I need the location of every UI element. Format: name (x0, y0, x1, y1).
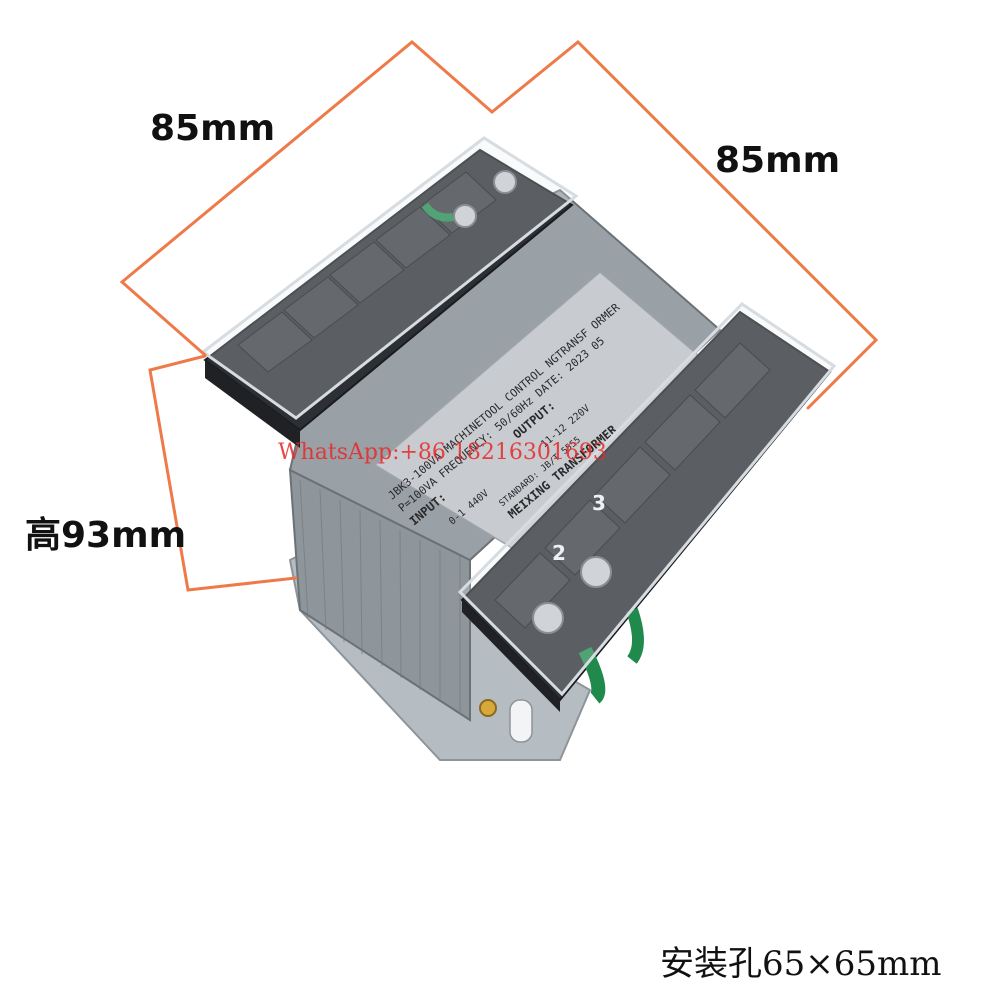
mounting-slot (509, 699, 533, 743)
mounting-hole-label: 安装孔65×65mm (660, 944, 942, 984)
screw-terminal (532, 602, 564, 634)
green-wire (421, 202, 454, 222)
green-wire (626, 608, 644, 664)
width-dimension-line (119, 40, 494, 357)
terminal-number-2: 2 (552, 541, 566, 565)
green-wire (578, 646, 606, 704)
front-terminal-block: 2 3 (457, 302, 837, 712)
width-dimension-label: 85mm (150, 108, 276, 149)
depth-dimension-label: 85mm (715, 140, 841, 181)
whatsapp-watermark: WhatsApp:+86 18216301693 (278, 440, 607, 465)
depth-dimension-line (490, 39, 879, 410)
screw-terminal (453, 204, 477, 228)
height-dimension-label: 高93mm (25, 515, 187, 556)
dimension-lines (119, 39, 879, 592)
terminal-number-3: 3 (592, 491, 606, 515)
screw-terminal (580, 556, 612, 588)
rear-terminal-block (200, 136, 579, 448)
screw-terminal (493, 170, 517, 194)
ground-screw (479, 699, 497, 717)
height-dimension-line (148, 354, 298, 592)
core-laminations (299, 479, 461, 714)
terminal-cover (200, 136, 579, 420)
terminal-cover (457, 302, 837, 697)
